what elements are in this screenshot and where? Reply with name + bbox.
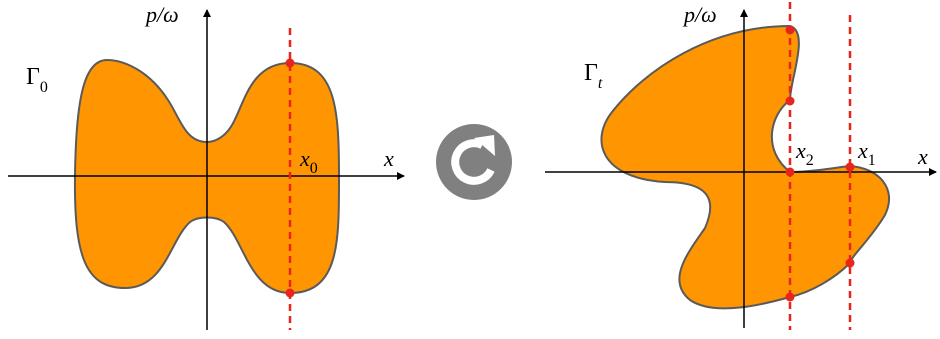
left-x-axis-label: x [383, 146, 394, 171]
right-intersection-x1-axis [845, 162, 855, 172]
right-intersection-x2-middle [785, 96, 795, 106]
right-panel: p/ω x Γt x2 x1 [545, 2, 937, 330]
left-region-label: Γ0 [26, 64, 48, 96]
left-panel: p/ω x Γ0 x0 [8, 2, 405, 330]
right-region-label: Γt [584, 60, 603, 92]
right-y-axis-label: p/ω [682, 2, 717, 27]
left-intersection-bottom [285, 288, 295, 298]
left-intersection-top [285, 58, 295, 68]
right-intersection-x2-top [785, 25, 795, 35]
right-point-label-x2: x2 [795, 138, 814, 169]
left-point-label-x0: x0 [299, 146, 318, 177]
right-intersection-x1-bottom [845, 258, 855, 268]
rotate-clockwise-icon [436, 124, 512, 200]
right-point-label-x1: x1 [857, 138, 876, 169]
right-x-axis-label: x [917, 144, 928, 169]
right-intersection-x2-axis [785, 167, 795, 177]
left-y-axis-label: p/ω [144, 2, 179, 27]
right-intersection-x2-bottom [785, 292, 795, 302]
